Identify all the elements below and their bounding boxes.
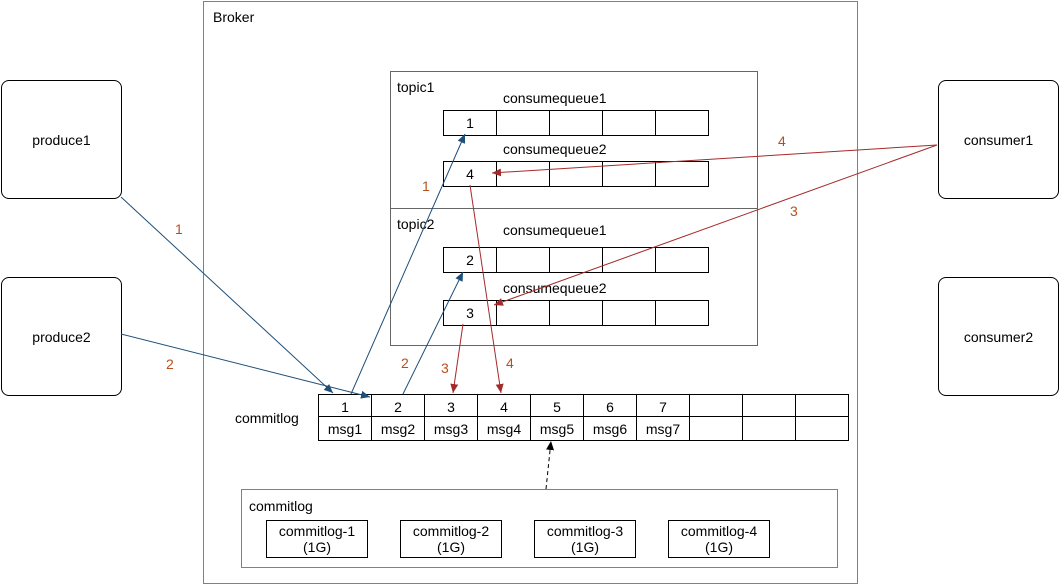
commitlog-files-title: commitlog bbox=[249, 498, 313, 514]
produce2-box: produce2 bbox=[1, 277, 122, 396]
edge-label-commitlog-topic2: 2 bbox=[401, 355, 409, 371]
commitlog-message-cell bbox=[795, 416, 849, 441]
arrow-produce1-commitlog bbox=[120, 196, 334, 394]
queue-cell bbox=[496, 300, 550, 326]
queue-cell bbox=[655, 300, 709, 326]
commitlog-message-cell: msg2 bbox=[371, 416, 425, 441]
produce1-box: produce1 bbox=[1, 80, 122, 199]
topic1-queue1-row: 1 bbox=[443, 110, 709, 136]
topic1-title: topic1 bbox=[397, 79, 435, 95]
consumer2-label: consumer2 bbox=[963, 328, 1034, 345]
edge-label-consumer1-topic2: 3 bbox=[790, 203, 798, 219]
edge-label-commitlog-topic1: 1 bbox=[422, 178, 430, 194]
topic2-title: topic2 bbox=[397, 216, 435, 232]
arrow-commitlog-topic2-queue1 bbox=[402, 271, 464, 395]
commitlog-offset-cell bbox=[742, 394, 796, 419]
queue-cell bbox=[496, 247, 550, 273]
commitlog-message-cell bbox=[742, 416, 796, 441]
commitlog-offset-cell: 2 bbox=[371, 394, 425, 419]
topic1-queue1-label: consumequeue1 bbox=[503, 90, 607, 106]
queue-cell bbox=[549, 300, 603, 326]
commitlog-message-cell: msg5 bbox=[530, 416, 584, 441]
consumer1-label: consumer1 bbox=[963, 131, 1034, 148]
queue-cell bbox=[496, 161, 550, 187]
edge-label-produce2: 2 bbox=[166, 356, 174, 372]
commitlog-file-2: commitlog-2 (1G) bbox=[400, 520, 502, 558]
arrow-consumer1-topic2-queue2 bbox=[493, 144, 938, 306]
commitlog-file-size: (1G) bbox=[705, 539, 733, 555]
commitlog-label: commitlog bbox=[235, 410, 299, 426]
commitlog-message-cell bbox=[689, 416, 743, 441]
produce1-label: produce1 bbox=[32, 131, 91, 148]
arrow-commitlog-topic1-queue1 bbox=[350, 133, 466, 395]
commitlog-file-4: commitlog-4 (1G) bbox=[668, 520, 770, 558]
arrow-commitlog-files-to-msg5 bbox=[545, 440, 555, 490]
commitlog-file-size: (1G) bbox=[303, 539, 331, 555]
commitlog-message-cell: msg6 bbox=[583, 416, 637, 441]
commitlog-message-row: msg1 msg2 msg3 msg4 msg5 msg6 msg7 bbox=[318, 416, 849, 441]
commitlog-message-cell: msg4 bbox=[477, 416, 531, 441]
edge-label-produce1: 1 bbox=[175, 221, 183, 237]
commitlog-file-size: (1G) bbox=[437, 539, 465, 555]
commitlog-file-name: commitlog-3 bbox=[546, 523, 624, 539]
edge-label-topic2-commitlog: 3 bbox=[441, 360, 449, 376]
queue-cell bbox=[602, 110, 656, 136]
arrow-topic2-queue2-commitlog bbox=[450, 323, 464, 394]
commitlog-message-cell: msg7 bbox=[636, 416, 690, 441]
consumer2-box: consumer2 bbox=[938, 277, 1059, 396]
commitlog-offset-cell bbox=[689, 394, 743, 419]
topic2-queue1-label: consumequeue1 bbox=[503, 222, 607, 238]
edge-label-consumer1-topic1: 4 bbox=[778, 133, 786, 149]
commitlog-file-name: commitlog-1 bbox=[278, 523, 356, 539]
commitlog-offset-row: 1 2 3 4 5 6 7 bbox=[318, 394, 849, 419]
edge-label-topic1-commitlog: 4 bbox=[506, 355, 514, 371]
queue-cell bbox=[496, 110, 550, 136]
produce2-label: produce2 bbox=[32, 328, 91, 345]
consumer1-box: consumer1 bbox=[938, 80, 1059, 199]
commitlog-offset-cell: 7 bbox=[636, 394, 690, 419]
commitlog-file-3: commitlog-3 (1G) bbox=[534, 520, 636, 558]
broker-title: Broker bbox=[213, 9, 255, 25]
arrow-produce2-commitlog bbox=[120, 333, 371, 399]
commitlog-file-name: commitlog-2 bbox=[412, 523, 490, 539]
commitlog-offset-cell: 4 bbox=[477, 394, 531, 419]
topic1-queue2-label: consumequeue2 bbox=[503, 141, 607, 157]
queue-cell bbox=[655, 110, 709, 136]
queue-cell bbox=[655, 247, 709, 273]
commitlog-file-name: commitlog-4 bbox=[680, 523, 758, 539]
arrow-topic1-queue2-commitlog bbox=[469, 184, 504, 394]
queue-cell bbox=[655, 161, 709, 187]
commitlog-file-size: (1G) bbox=[571, 539, 599, 555]
arrow-consumer1-topic1-queue2 bbox=[491, 144, 938, 177]
topic2-queue2-row: 3 bbox=[443, 300, 709, 326]
queue-cell bbox=[549, 161, 603, 187]
commitlog-file-1: commitlog-1 (1G) bbox=[266, 520, 368, 558]
